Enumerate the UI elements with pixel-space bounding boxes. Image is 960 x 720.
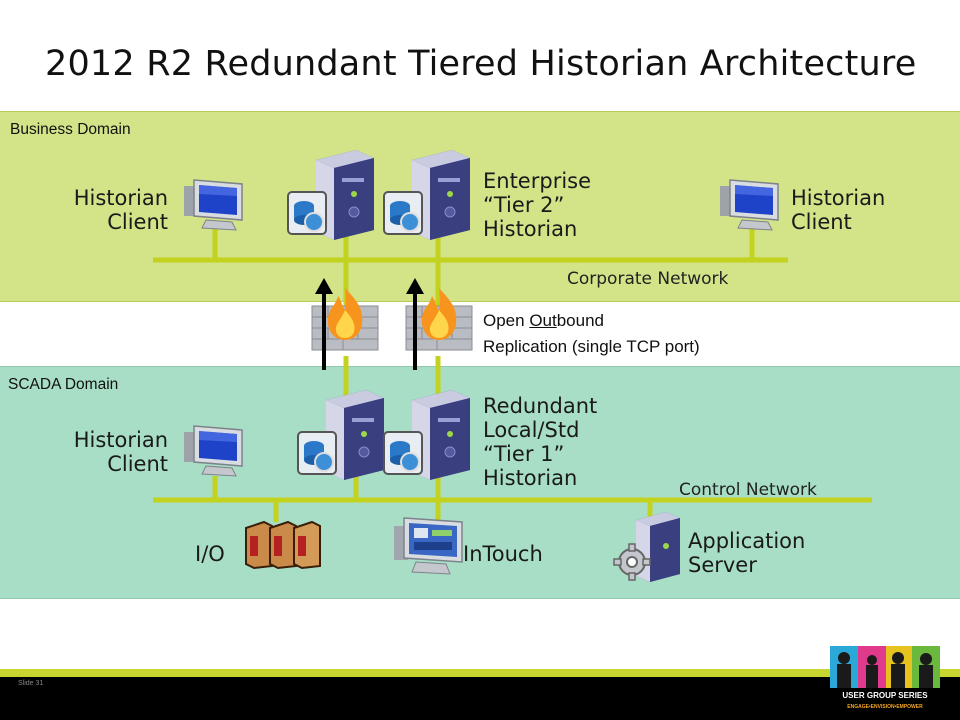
historian-server-icon (297, 390, 384, 480)
business-domain-panel (0, 111, 960, 302)
enterprise-historian-label: Enterprise“Tier 2”Historian (483, 169, 592, 241)
io-modules-icon (245, 520, 321, 570)
historian-server-icon (287, 150, 374, 240)
historian-server-icon (383, 390, 470, 480)
page-title: 2012 R2 Redundant Tiered Historian Archi… (45, 44, 917, 84)
io-label: I/O (195, 542, 225, 566)
logo-text-secondary: ENGAGE•ENVISION•EMPOWER (847, 704, 923, 710)
intouch-label: InTouch (463, 542, 543, 566)
slide-number: Slide 31 (18, 680, 44, 687)
user-group-series-logo: USER GROUP SERIES ENGAGE•ENVISION•EMPOWE… (830, 646, 940, 710)
historian-client-monitor-icon (184, 425, 243, 477)
corporate-network-label: Corporate Network (567, 269, 729, 289)
corporate-network-lines (153, 228, 788, 306)
application-server-icon (613, 512, 680, 582)
replication-note: Open Outbound Replication (single TCP po… (483, 311, 700, 356)
control-network-lines (153, 356, 872, 522)
logo-text-primary: USER GROUP SERIES (842, 691, 928, 700)
historian-server-icon (383, 150, 470, 240)
outbound-arrow-icon (406, 278, 424, 370)
scada-domain-panel (0, 366, 960, 599)
historian-client-monitor-icon (184, 179, 243, 231)
scada-domain-label: SCADA Domain (8, 376, 119, 393)
business-domain-label: Business Domain (10, 121, 131, 138)
footer-accent-line (0, 669, 960, 677)
intouch-hmi-icon (394, 517, 463, 575)
historian-client-monitor-icon (720, 179, 779, 231)
outbound-arrow-icon (315, 278, 333, 370)
footer-bar (0, 677, 960, 720)
control-network-label: Control Network (679, 480, 817, 500)
